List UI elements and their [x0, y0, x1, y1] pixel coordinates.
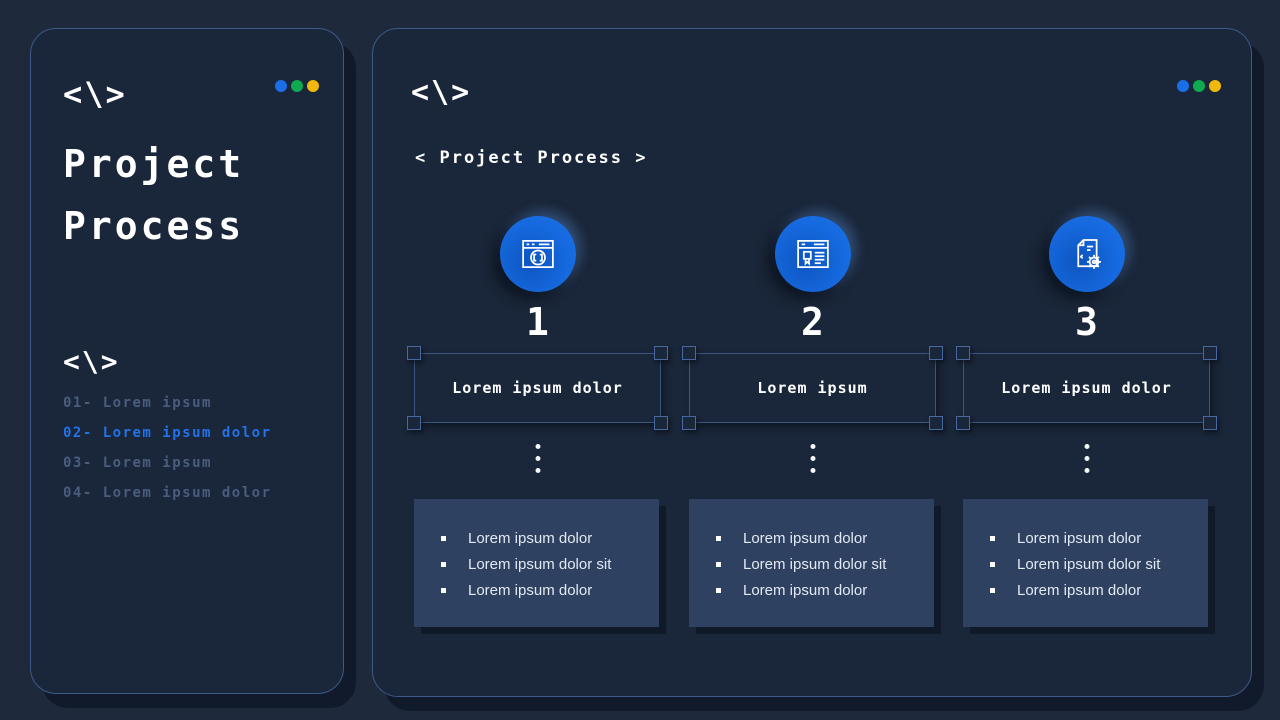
step-column-2: 2 Lorem ipsum Lorem ipsum dolor Lorem ip…	[682, 216, 943, 641]
menu-item-04[interactable]: 04- Lorem ipsum dolor	[63, 485, 272, 501]
bullet-text: Lorem ipsum dolor	[1017, 529, 1142, 547]
resize-handle-icon[interactable]	[956, 416, 970, 430]
browser-code-window-icon	[521, 240, 554, 268]
vertical-ellipsis-icon	[810, 444, 815, 473]
step3-circle-badge	[1048, 216, 1125, 292]
title-window: <\> Project Process <\> 01- Lorem ipsum …	[30, 28, 344, 694]
bullet-text: Lorem ipsum dolor	[1017, 581, 1142, 599]
bullet-text: Lorem ipsum dolor sit	[468, 555, 612, 573]
bullet-square-icon	[990, 535, 995, 541]
resize-handle-icon[interactable]	[929, 416, 943, 430]
window-controls	[275, 80, 319, 92]
document-gear-icon	[1076, 239, 1101, 269]
step-column-1: 1 Lorem ipsum dolor Lorem ipsum dolor Lo…	[407, 216, 668, 641]
menu-item-03[interactable]: 03- Lorem ipsum	[63, 455, 212, 471]
bullet-square-icon	[716, 587, 721, 593]
resize-handle-icon[interactable]	[407, 416, 421, 430]
step1-number: 1	[526, 300, 549, 344]
step2-card: Lorem ipsum dolor Lorem ipsum dolor sit …	[689, 499, 934, 627]
step-column-3: 3 Lorem ipsum dolor Lorem ipsum dolor Lo…	[956, 216, 1217, 641]
resize-handle-icon[interactable]	[654, 346, 668, 360]
window-dot-blue-icon[interactable]	[1177, 80, 1189, 92]
resize-handle-icon[interactable]	[1203, 346, 1217, 360]
step3-label: Lorem ipsum dolor	[1001, 379, 1172, 397]
code-brackets-icon: <\>	[63, 75, 127, 113]
bullet-square-icon	[990, 561, 995, 567]
resize-handle-icon[interactable]	[654, 416, 668, 430]
resize-handle-icon[interactable]	[407, 346, 421, 360]
resize-handle-icon[interactable]	[682, 346, 696, 360]
bullet-text: Lorem ipsum dolor	[743, 581, 868, 599]
resize-handle-icon[interactable]	[1203, 416, 1217, 430]
window-controls	[1177, 80, 1221, 92]
bullet-square-icon	[441, 561, 446, 567]
bullet-square-icon	[716, 561, 721, 567]
code-brackets-icon: <\>	[411, 75, 472, 110]
bullet-text: Lorem ipsum dolor	[743, 529, 868, 547]
menu-item-02-active[interactable]: 02- Lorem ipsum dolor	[63, 425, 272, 441]
resize-handle-icon[interactable]	[956, 346, 970, 360]
step2-label: Lorem ipsum	[757, 379, 868, 397]
window-dot-yellow-icon[interactable]	[1209, 80, 1221, 92]
bullet-square-icon	[441, 535, 446, 541]
page-title: Project Process	[63, 142, 245, 248]
bullet-text: Lorem ipsum dolor	[468, 581, 593, 599]
vertical-ellipsis-icon	[1084, 444, 1089, 473]
content-window: <\> < Project Process > 1	[372, 28, 1252, 697]
menu-item-01[interactable]: 01- Lorem ipsum	[63, 395, 212, 411]
step1-label: Lorem ipsum dolor	[452, 379, 623, 397]
bullet-square-icon	[716, 535, 721, 541]
code-brackets-icon: <\>	[63, 345, 120, 378]
window-dot-yellow-icon[interactable]	[307, 80, 319, 92]
step1-circle-badge	[499, 216, 576, 292]
window-dot-green-icon[interactable]	[291, 80, 303, 92]
step2-textbox[interactable]: Lorem ipsum	[682, 346, 943, 430]
section-heading: < Project Process >	[415, 148, 648, 168]
step2-number: 2	[801, 300, 824, 344]
step2-circle-badge	[774, 216, 851, 292]
bullet-square-icon	[990, 587, 995, 593]
vertical-ellipsis-icon	[535, 444, 540, 473]
step1-textbox[interactable]: Lorem ipsum dolor	[407, 346, 668, 430]
step3-textbox[interactable]: Lorem ipsum dolor	[956, 346, 1217, 430]
bullet-text: Lorem ipsum dolor sit	[743, 555, 887, 573]
browser-ribbon-page-icon	[796, 240, 829, 268]
step1-card: Lorem ipsum dolor Lorem ipsum dolor sit …	[414, 499, 659, 627]
bullet-text: Lorem ipsum dolor sit	[1017, 555, 1161, 573]
bullet-square-icon	[441, 587, 446, 593]
bullet-text: Lorem ipsum dolor	[468, 529, 593, 547]
resize-handle-icon[interactable]	[682, 416, 696, 430]
window-dot-green-icon[interactable]	[1193, 80, 1205, 92]
step3-card: Lorem ipsum dolor Lorem ipsum dolor sit …	[963, 499, 1208, 627]
window-dot-blue-icon[interactable]	[275, 80, 287, 92]
agenda-menu: 01- Lorem ipsum 02- Lorem ipsum dolor 03…	[63, 395, 272, 501]
resize-handle-icon[interactable]	[929, 346, 943, 360]
step3-number: 3	[1075, 300, 1098, 344]
